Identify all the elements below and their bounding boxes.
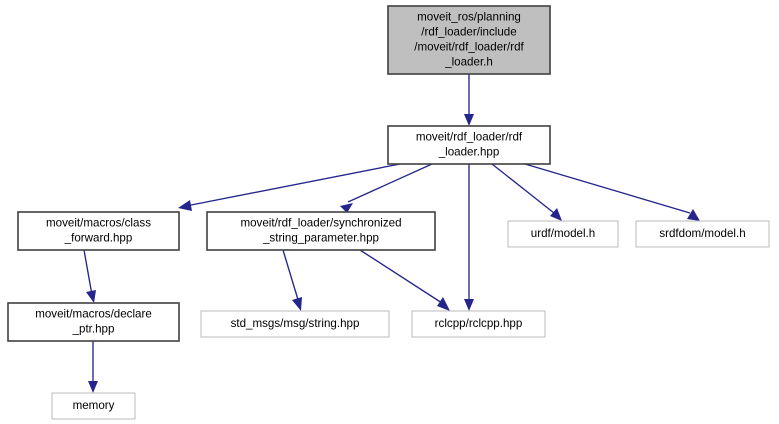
node-srdfdom_model[interactable]: srdfdom/model.h	[635, 220, 770, 248]
node-label-line: _ptr.hpp	[72, 323, 115, 336]
arrow-head-icon	[464, 299, 474, 311]
node-urdf_model[interactable]: urdf/model.h	[507, 220, 619, 248]
edges-layer	[83, 74, 700, 393]
edge-class_forward-to-declare_ptr	[83, 249, 96, 303]
node-box[interactable]	[51, 392, 136, 420]
arrow-head-icon	[550, 208, 562, 221]
edge-line	[491, 163, 555, 214]
arrow-head-icon	[292, 297, 302, 311]
arrow-head-icon	[88, 381, 98, 393]
node-box[interactable]	[206, 211, 436, 251]
node-root[interactable]: moveit_ros/planning/rdf_loader/include/m…	[387, 5, 551, 75]
node-box[interactable]	[387, 5, 551, 75]
node-box[interactable]	[635, 220, 770, 248]
node-box[interactable]	[507, 220, 619, 248]
edge-sync_string_param-to-std_msgs_string	[282, 249, 302, 311]
node-label-line: moveit/rdf_loader/rdf	[416, 131, 523, 144]
node-box[interactable]	[411, 310, 546, 338]
node-rdf_loader_hpp[interactable]: moveit/rdf_loader/rdf _loader.hpp	[387, 125, 551, 165]
edge-rdf_loader_hpp-to-srdfdom_model	[524, 163, 700, 221]
node-declare_ptr[interactable]: moveit/macros/declare _ptr.hpp	[7, 302, 180, 342]
node-rclcpp[interactable]: rclcpp/rclcpp.hpp	[411, 310, 546, 338]
node-label-line: moveit/rdf_loader/synchronized	[240, 217, 401, 230]
node-box[interactable]	[200, 310, 390, 338]
edge-declare_ptr-to-memory	[88, 341, 98, 393]
edge-line	[524, 163, 691, 214]
nodes-layer: moveit_ros/planning/rdf_loader/include/m…	[7, 5, 770, 420]
node-label-line: urdf/model.h	[531, 227, 595, 240]
node-box[interactable]	[387, 125, 551, 165]
node-memory[interactable]: memory	[51, 392, 136, 420]
edge-line	[185, 163, 401, 207]
node-box[interactable]	[17, 211, 180, 251]
node-label-line: moveit/macros/class	[46, 217, 151, 230]
arrow-head-icon	[86, 290, 96, 303]
node-class_forward[interactable]: moveit/macros/class _forward.hpp	[17, 211, 180, 251]
node-box[interactable]	[7, 302, 180, 342]
node-label-line: moveit_ros/planning	[417, 11, 521, 24]
node-label-line: /rdf_loader/include	[421, 26, 516, 39]
edge-root-to-rdf_loader_hpp	[464, 74, 474, 126]
arrow-head-icon	[340, 203, 353, 213]
arrow-head-icon	[464, 114, 474, 126]
node-label-line: std_msgs/msg/string.hpp	[231, 317, 360, 330]
node-label-line: _forward.hpp	[64, 232, 133, 245]
node-label-line: _loader.hpp	[438, 146, 500, 159]
node-label-line: /moveit/rdf_loader/rdf	[414, 41, 524, 54]
node-label-line: _string_parameter.hpp	[262, 232, 379, 245]
edge-rdf_loader_hpp-to-rclcpp	[464, 164, 474, 311]
arrow-head-icon	[687, 209, 700, 221]
node-label-line: srdfdom/model.h	[659, 227, 745, 240]
node-sync_string_param[interactable]: moveit/rdf_loader/synchronized _string_pa…	[206, 211, 436, 251]
edge-rdf_loader_hpp-to-urdf_model	[491, 163, 562, 221]
edge-line	[282, 249, 300, 304]
edge-rdf_loader_hpp-to-sync_string_param	[340, 163, 433, 213]
edge-line	[347, 163, 433, 203]
node-label-line: moveit/macros/declare	[35, 308, 152, 321]
node-label-line: rclcpp/rclcpp.hpp	[435, 317, 523, 330]
node-label-line: memory	[73, 399, 115, 412]
edge-sync_string_param-to-rclcpp	[359, 249, 450, 311]
arrow-head-icon	[178, 200, 192, 211]
node-std_msgs_string[interactable]: std_msgs/msg/string.hpp	[200, 310, 390, 338]
edge-line	[359, 249, 443, 304]
edge-line	[83, 249, 93, 296]
node-label-line: _loader.h	[444, 56, 493, 69]
arrow-head-icon	[437, 297, 450, 311]
edge-rdf_loader_hpp-to-class_forward	[178, 163, 401, 211]
